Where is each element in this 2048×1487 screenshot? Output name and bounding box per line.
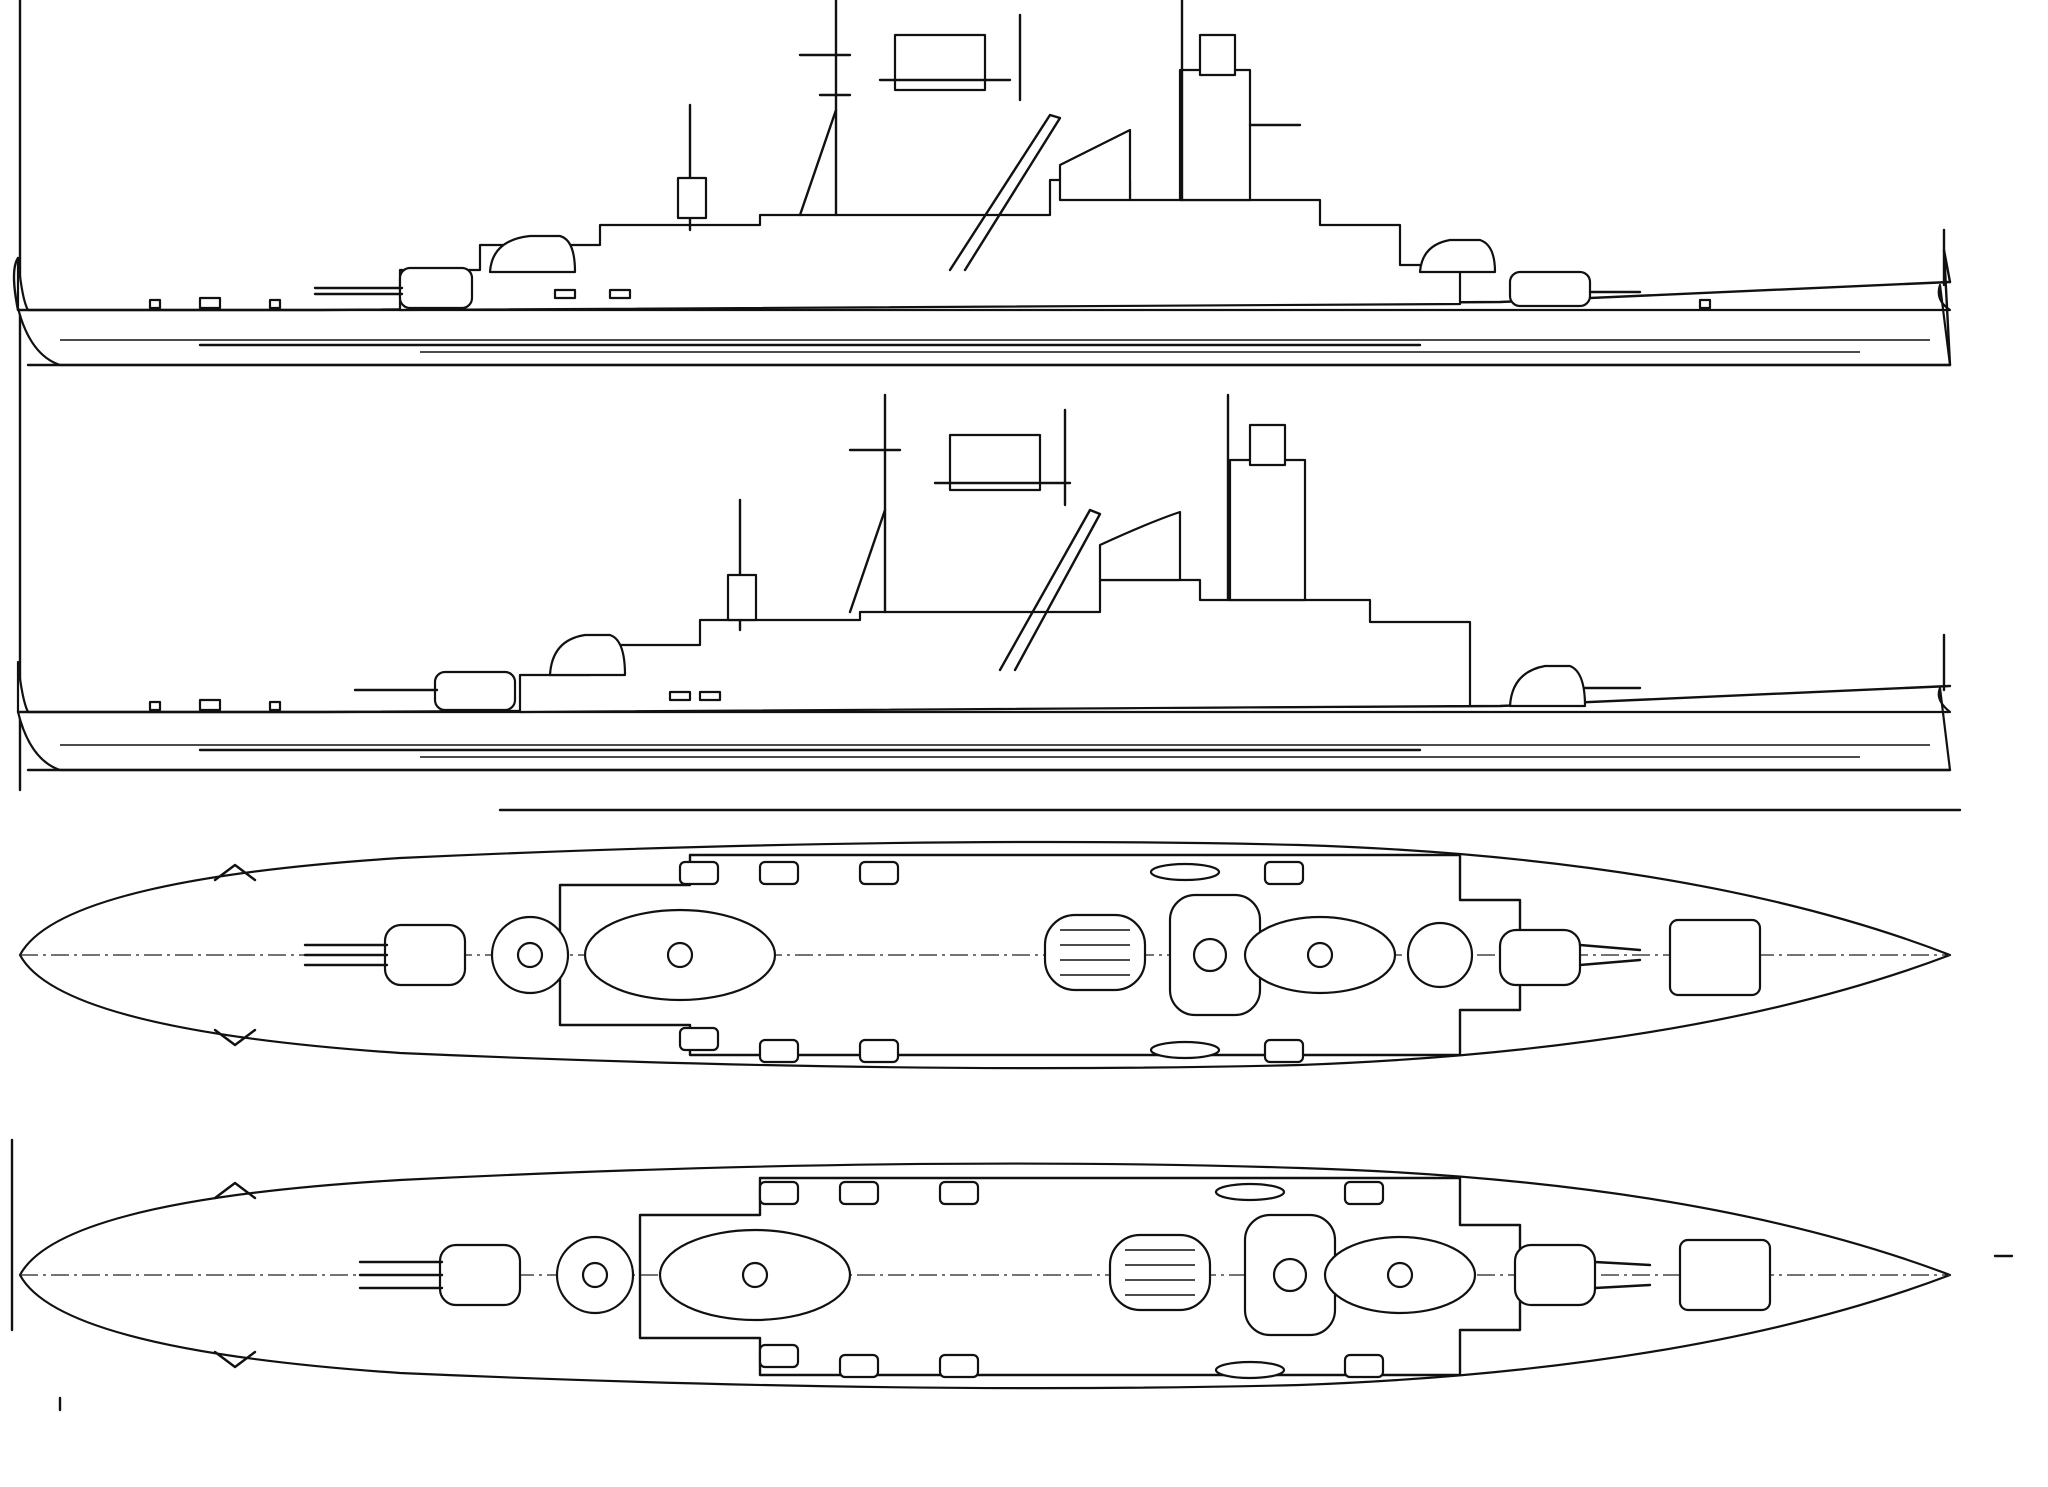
funnel [1098, 510, 1182, 582]
turret-aft-high [548, 633, 627, 677]
portholes [148, 690, 722, 712]
turret-aft-plan-a [383, 923, 467, 987]
turret-aft-plan-a [438, 1243, 522, 1307]
turret-aft-low [398, 266, 474, 310]
turret-aft-low [433, 670, 517, 712]
plan-upper-view [18, 840, 1952, 1070]
turret-fwd-plan-a [1406, 921, 1474, 989]
hull-outline [16, 660, 1952, 772]
funnel [1058, 128, 1132, 202]
secondary-mounts [678, 860, 1305, 1064]
inset-detail [893, 33, 987, 92]
bow-fitting [1668, 918, 1762, 997]
superstructure-outline [398, 178, 1462, 312]
funnel-plan [1108, 1233, 1212, 1312]
profile-lower-view [16, 393, 1952, 772]
stern [12, 256, 20, 312]
funnel-plan [1043, 913, 1147, 992]
inset-detail [948, 433, 1042, 492]
hull-outline [16, 256, 1952, 367]
turret-fwd-low [1508, 270, 1592, 308]
bridge-tower [1228, 458, 1307, 602]
turret-fwd [1508, 664, 1587, 708]
plan-lower-view [18, 1162, 2014, 1412]
portholes [148, 288, 1712, 310]
turret-fwd-plan [1513, 1243, 1597, 1307]
turret-fwd-high [1418, 238, 1497, 274]
turret-aft-high [488, 234, 577, 274]
superstructure-outline [518, 578, 1472, 714]
crane [998, 508, 1102, 672]
bow-fitting [1678, 1238, 1772, 1312]
profile-upper-view [12, 0, 1952, 367]
bridge-tower [1178, 68, 1252, 202]
secondary-mounts [758, 1180, 1385, 1380]
turret-fwd-plan-b [1498, 928, 1582, 987]
deck-outline [18, 1162, 1952, 1390]
crane [948, 113, 1062, 272]
